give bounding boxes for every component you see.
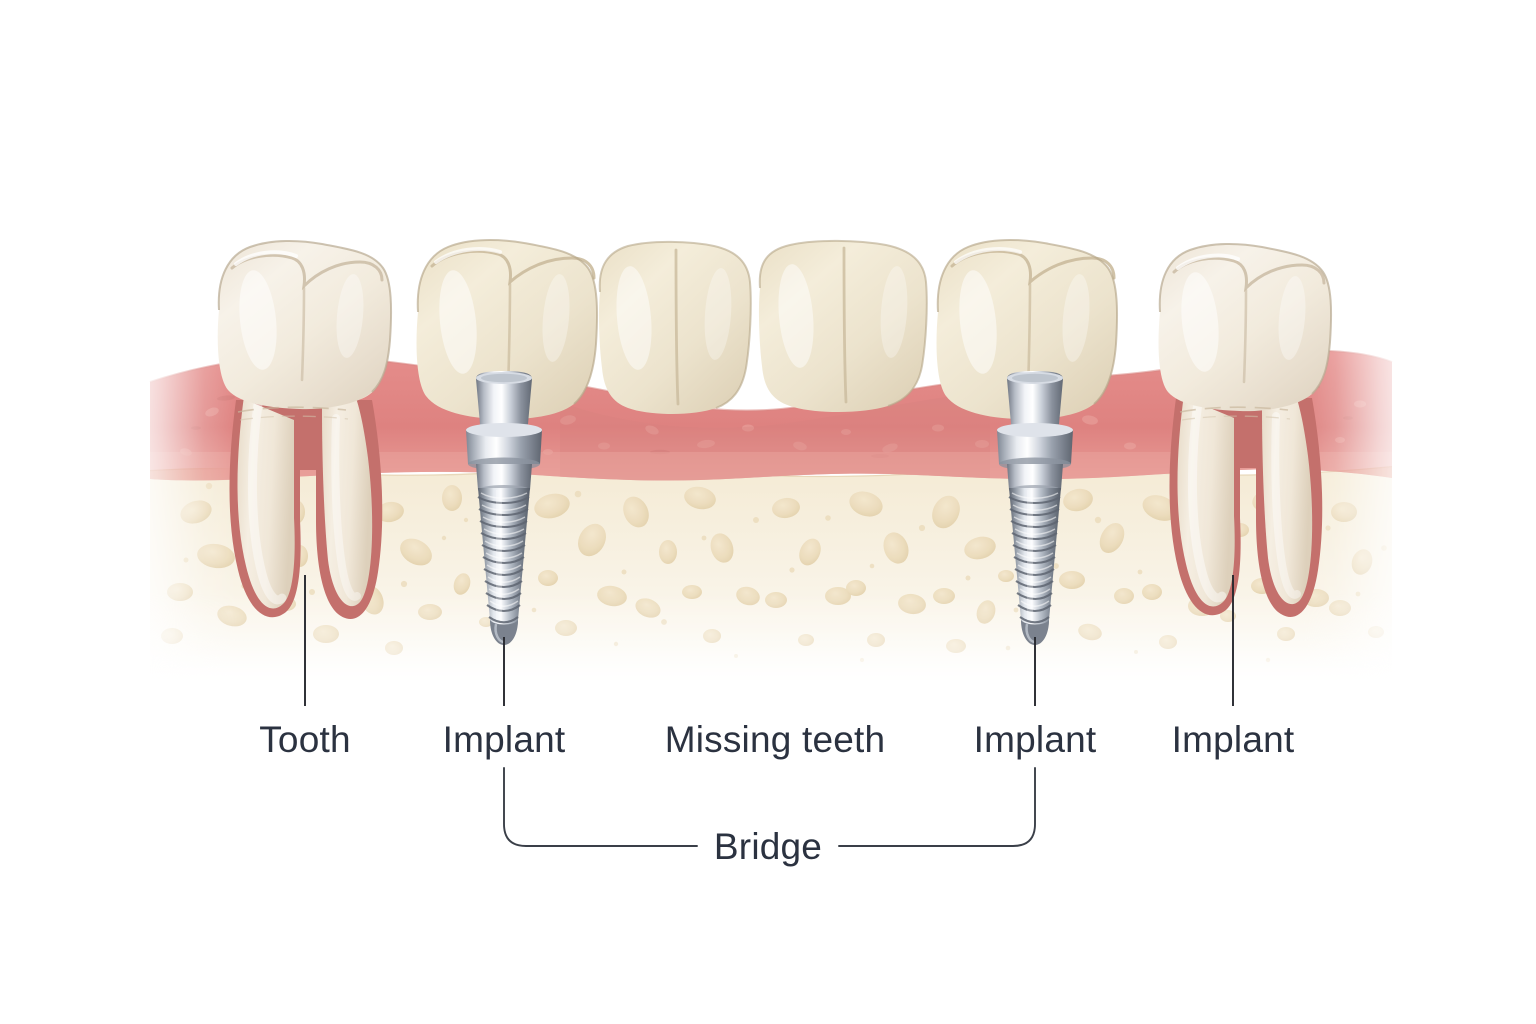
bracket-left-arm xyxy=(503,767,698,847)
bridge-crown-2 xyxy=(936,239,1119,420)
bridge-prosthesis xyxy=(416,239,1119,420)
callout-labels: Tooth Implant Missing teeth Implant Impl… xyxy=(259,719,1295,760)
bridge-pontic-1 xyxy=(598,240,752,414)
label-bridge: Bridge xyxy=(714,826,822,867)
natural-tooth-left xyxy=(217,239,393,619)
bridge-crown-1 xyxy=(416,239,599,420)
label-tooth: Tooth xyxy=(259,719,351,760)
label-missing-teeth: Missing teeth xyxy=(665,719,886,760)
natural-tooth-right xyxy=(1158,242,1333,617)
implant-fixture-right xyxy=(997,371,1073,645)
leader-lines xyxy=(304,575,1234,706)
bracket-right-arm xyxy=(838,767,1036,847)
bridge-bracket: Bridge xyxy=(503,767,1036,867)
label-implant-left: Implant xyxy=(443,719,566,760)
label-implant-right: Implant xyxy=(974,719,1097,760)
label-implant-far-right: Implant xyxy=(1172,719,1295,760)
bridge-pontic-2 xyxy=(758,239,928,412)
implant-fixture-left xyxy=(466,371,542,645)
